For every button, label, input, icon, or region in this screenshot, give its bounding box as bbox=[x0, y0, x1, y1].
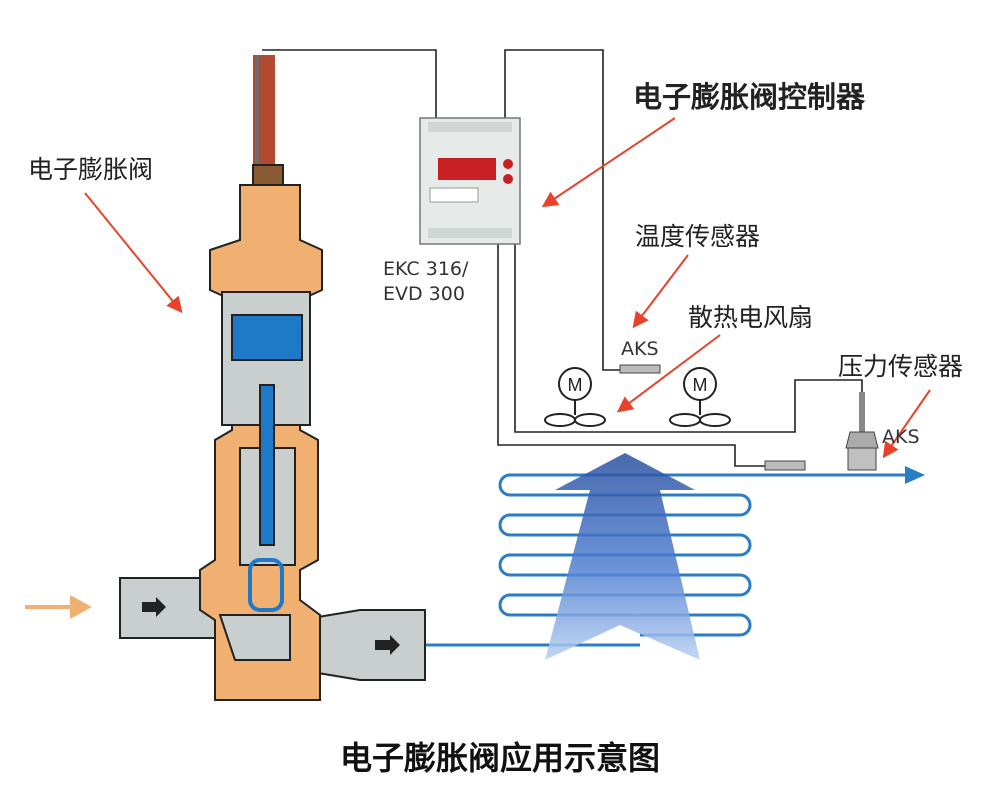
temperature-sensor-label: 温度传感器 bbox=[635, 222, 761, 251]
pressure-sensor-body bbox=[845, 392, 879, 471]
controller-button bbox=[503, 159, 513, 169]
fan-motor-symbol: M bbox=[693, 375, 708, 395]
fan-label: 散热电风扇 bbox=[688, 303, 814, 332]
pressure-sensor-tag: AKS bbox=[882, 426, 920, 448]
controller-callout-arrow bbox=[541, 117, 676, 208]
temp-sensor-callout-arrow bbox=[632, 254, 689, 329]
valve-callout-arrow bbox=[84, 192, 183, 314]
controller-label: 电子膨胀阀控制器 bbox=[633, 80, 866, 114]
controller-display bbox=[438, 158, 496, 180]
wire-valve bbox=[262, 49, 437, 118]
cooling-fan bbox=[669, 367, 731, 427]
controller-button bbox=[503, 174, 513, 184]
signal-wires bbox=[262, 49, 863, 467]
fan-motor-symbol: M bbox=[568, 375, 583, 395]
temperature-sensor-probe bbox=[619, 364, 661, 374]
pressure-pipe-fitting bbox=[764, 460, 806, 471]
airflow-arrow bbox=[545, 453, 700, 660]
controller-model-line-2: EVD 300 bbox=[383, 283, 465, 305]
cooling-fan bbox=[544, 367, 606, 427]
wire-temp-sensor bbox=[504, 49, 620, 371]
fan-callout-arrow bbox=[616, 334, 721, 413]
wire-fans bbox=[514, 244, 863, 433]
outflow-arrow bbox=[905, 466, 925, 484]
valve-label: 电子膨胀阀 bbox=[28, 155, 154, 184]
pressure-callout-arrow bbox=[882, 389, 931, 459]
wire-pressure-sensor bbox=[497, 244, 765, 467]
callout-arrows bbox=[84, 117, 931, 459]
pressure-sensor-label: 压力传感器 bbox=[838, 352, 964, 381]
controller-unit bbox=[419, 117, 521, 245]
diagram-caption: 电子膨胀阀应用示意图 bbox=[339, 739, 660, 777]
valve-body bbox=[199, 55, 323, 701]
controller-model-line-1: EKC 316/ bbox=[383, 258, 469, 280]
temperature-sensor-tag: AKS bbox=[621, 338, 659, 360]
inflow-arrow bbox=[70, 595, 92, 619]
